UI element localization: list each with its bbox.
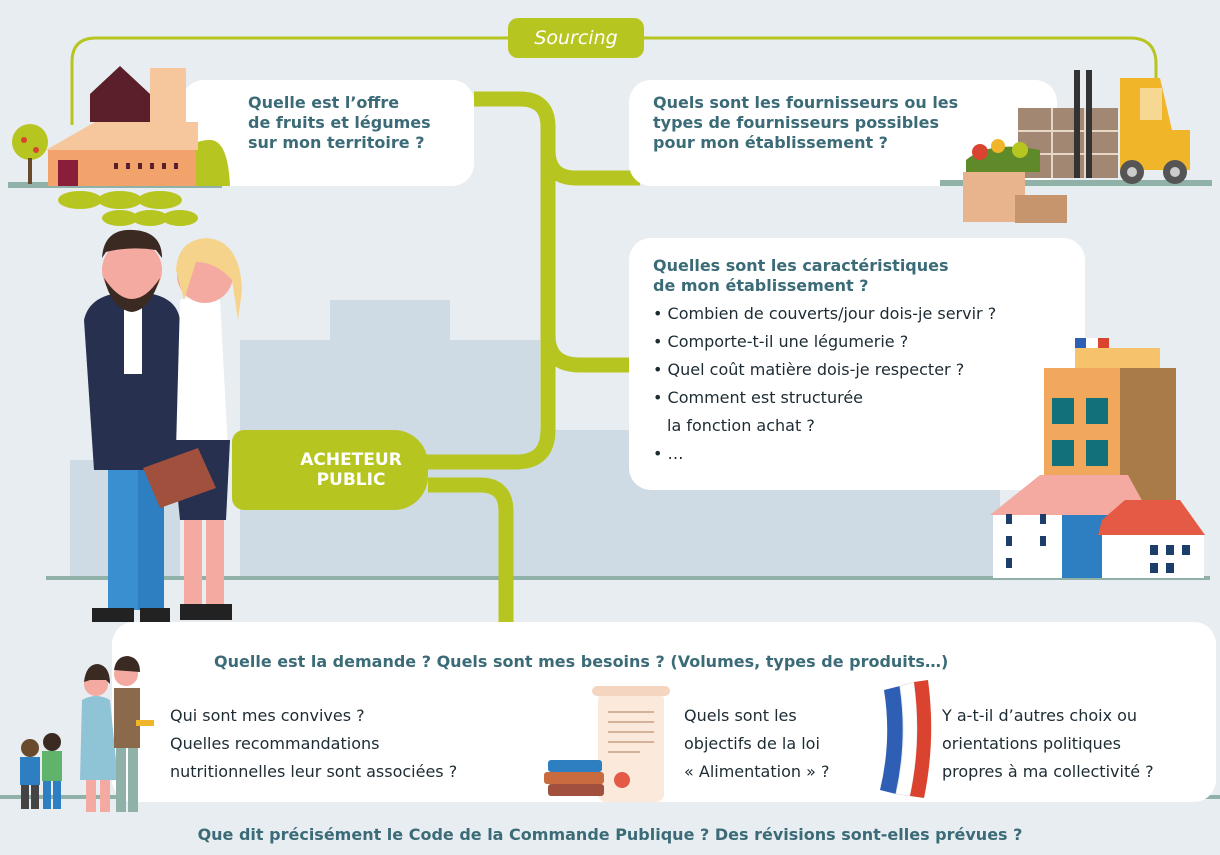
card-territory-offer: Quelle est l’offre de fruits et légumes … bbox=[182, 80, 474, 186]
demand-column-law: Quels sont les objectifs de la loi « Ali… bbox=[684, 706, 830, 781]
code-commande-publique-question: Que dit précisément le Code de la Comman… bbox=[197, 825, 1023, 844]
card-demand: Quelle est la demande ? Quels sont mes b… bbox=[112, 622, 1216, 802]
card-suppliers: Quels sont les fournisseurs ou les types… bbox=[629, 80, 1057, 186]
acheteur-public-label: ACHETEUR PUBLIC bbox=[232, 430, 428, 510]
list-item: Comporte-t-il une légumerie ? bbox=[653, 328, 996, 356]
demand-column-guests: Qui sont mes convives ? Quelles recomman… bbox=[170, 706, 458, 781]
establishment-question: Quelles sont les caractéristiques de mon… bbox=[653, 256, 949, 295]
list-item-continuation: la fonction achat ? bbox=[667, 416, 815, 435]
list-item: Comment est structurée bbox=[653, 384, 996, 412]
list-item: … bbox=[653, 440, 684, 468]
list-item: Quel coût matière dois-je respecter ? bbox=[653, 356, 996, 384]
demand-column-policy: Y a-t-il d’autres choix ou orientations … bbox=[942, 706, 1154, 781]
territory-question: Quelle est l’offre de fruits et légumes … bbox=[248, 93, 431, 152]
demand-question: Quelle est la demande ? Quels sont mes b… bbox=[214, 652, 949, 671]
card-establishment: Quelles sont les caractéristiques de mon… bbox=[629, 238, 1085, 490]
connector-tree bbox=[418, 91, 642, 640]
suppliers-question: Quels sont les fournisseurs ou les types… bbox=[653, 93, 959, 152]
establishment-list: Combien de couverts/jour dois-je servir … bbox=[653, 300, 997, 412]
sourcing-label: Sourcing bbox=[508, 18, 644, 58]
list-item: Combien de couverts/jour dois-je servir … bbox=[653, 300, 997, 328]
establishment-list-end: … bbox=[653, 440, 684, 468]
